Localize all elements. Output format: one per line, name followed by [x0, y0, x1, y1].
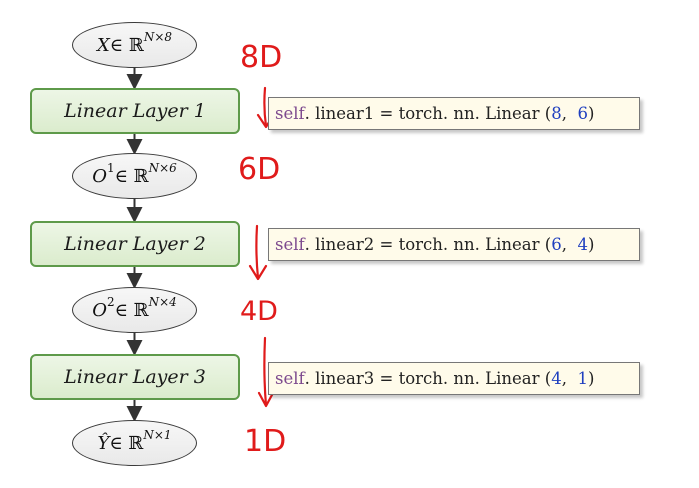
o2-shape: N×4: [148, 295, 177, 309]
o2-var: O: [92, 299, 107, 321]
annotation-1d: 1D: [244, 424, 287, 459]
code-1-close: ): [587, 104, 595, 123]
code-3-out: 1: [577, 369, 588, 388]
o1-shape: N×6: [148, 161, 177, 175]
code-line-3: self. linear3 = torch. nn. Linear (4, 1): [268, 362, 640, 395]
code-1-self: self: [275, 104, 305, 123]
linear-layer-3: Linear Layer 3: [30, 354, 240, 400]
o2-index: 2: [106, 295, 115, 309]
annotation-8d: 8D: [240, 40, 283, 75]
output-rel: ∈ ℝ: [109, 432, 144, 454]
hand-arrow-2: [248, 224, 268, 281]
code-3-body: . linear3 = torch. nn. Linear (: [304, 369, 552, 388]
linear-layer-2-label: Linear Layer 2: [64, 233, 206, 255]
code-1-in: 8: [551, 104, 562, 123]
code-2-close: ): [587, 235, 595, 254]
input-rel: ∈ ℝ: [109, 34, 144, 56]
code-line-1: self. linear1 = torch. nn. Linear (8, 6): [268, 97, 640, 130]
code-line-2: self. linear2 = torch. nn. Linear (6, 4): [268, 228, 640, 261]
o2-rel: ∈ ℝ: [114, 299, 149, 321]
o1-var: O: [92, 165, 107, 187]
input-node: X ∈ ℝ N×8: [72, 22, 197, 68]
code-2-in: 6: [551, 235, 562, 254]
code-1-body: . linear1 = torch. nn. Linear (: [304, 104, 552, 123]
code-3-self: self: [275, 369, 305, 388]
code-1-sep: ,: [561, 104, 578, 123]
o2-node: O 2 ∈ ℝ N×4: [72, 287, 197, 333]
output-node: Ŷ ∈ ℝ N×1: [72, 420, 197, 466]
annotation-6d: 6D: [238, 152, 281, 187]
linear-layer-3-label: Linear Layer 3: [64, 366, 206, 388]
code-2-self: self: [275, 235, 305, 254]
code-3-close: ): [587, 369, 595, 388]
hand-arrow-3: [257, 336, 275, 408]
o1-rel: ∈ ℝ: [114, 165, 149, 187]
input-shape: N×8: [143, 30, 173, 44]
annotation-4d: 4D: [240, 296, 278, 327]
output-var: Ŷ: [97, 432, 110, 454]
code-1-out: 6: [577, 104, 588, 123]
linear-layer-2: Linear Layer 2: [30, 221, 240, 267]
output-shape: N×1: [143, 428, 172, 442]
code-2-out: 4: [577, 235, 588, 254]
code-2-sep: ,: [561, 235, 578, 254]
code-2-body: . linear2 = torch. nn. Linear (: [304, 235, 552, 254]
o1-index: 1: [106, 161, 115, 175]
linear-layer-1-label: Linear Layer 1: [64, 100, 206, 122]
input-var: X: [96, 34, 110, 56]
linear-layer-1: Linear Layer 1: [30, 88, 240, 134]
code-3-sep: ,: [561, 369, 578, 388]
code-3-in: 4: [551, 369, 562, 388]
o1-node: O 1 ∈ ℝ N×6: [72, 153, 197, 199]
